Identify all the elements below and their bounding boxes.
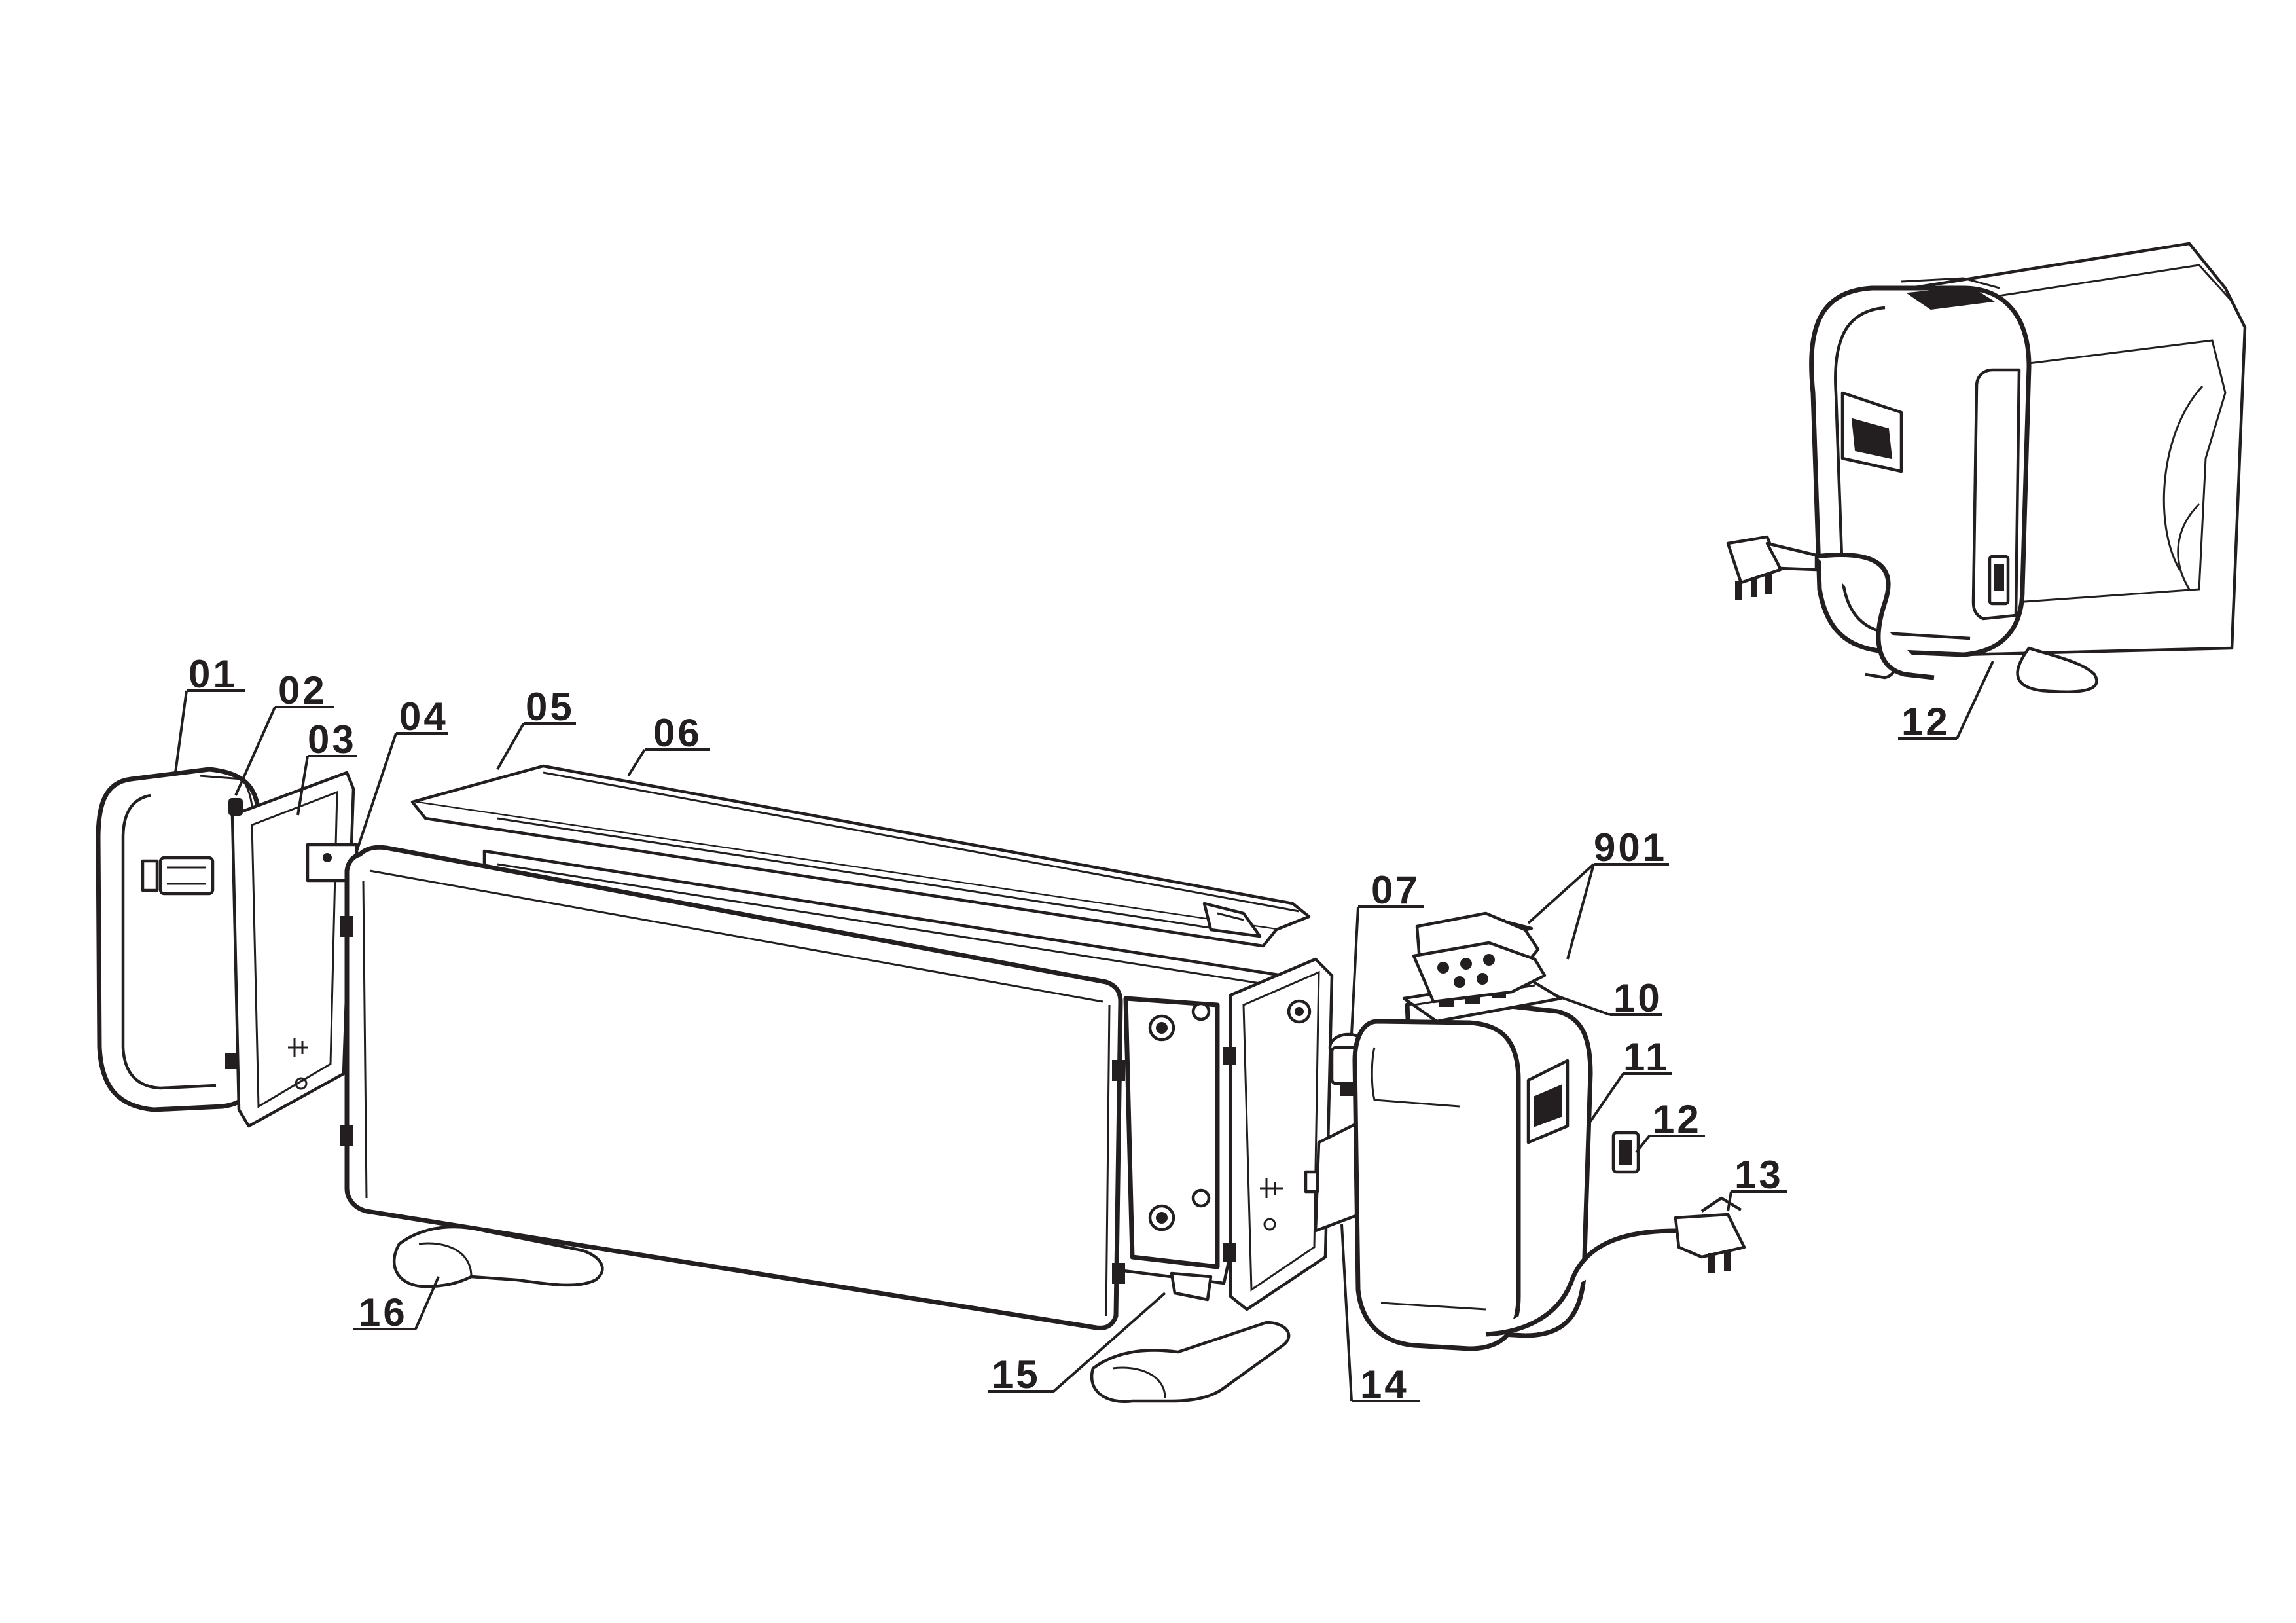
part-12-rocker-switch [1611, 1131, 1640, 1174]
part-901-control-panel-lower [1412, 911, 1547, 1004]
callout-02: 02 [278, 668, 327, 712]
part-03-side-bracket [225, 771, 359, 1128]
callout-16: 16 [359, 1290, 408, 1334]
main-front-panel [340, 845, 1125, 1330]
part-11-right-end-cap [1352, 994, 1593, 1351]
callout-12: 12 [1653, 1097, 1702, 1141]
callout-03: 03 [308, 718, 357, 761]
callout-05: 05 [526, 685, 575, 729]
callout-13: 13 [1734, 1153, 1784, 1197]
part-01-end-cap [96, 767, 261, 1112]
callout-12-inset: 12 [1901, 700, 1950, 744]
callout-14: 14 [1360, 1362, 1409, 1406]
callout-04: 04 [399, 695, 448, 739]
part-right-side-frame [1223, 957, 1334, 1311]
callout-06: 06 [653, 711, 702, 755]
callout-labels: 01 02 03 04 05 06 07 901 10 11 12 13 14 … [188, 652, 1950, 1406]
callout-07: 07 [1371, 868, 1420, 912]
callout-11: 11 [1623, 1035, 1670, 1079]
callout-10: 10 [1613, 976, 1662, 1020]
callout-01: 01 [188, 652, 238, 696]
callout-901: 901 [1594, 826, 1667, 869]
part-13-power-cord-plug [1485, 1196, 1746, 1337]
part-05-06-top-panels [410, 764, 1311, 948]
callout-15: 15 [992, 1353, 1041, 1396]
part-16-foot-left [392, 1225, 604, 1288]
part-16-foot-right [1090, 1321, 1291, 1403]
callout-leaders [174, 661, 1994, 1402]
inset-assembled-view [1726, 242, 2247, 693]
